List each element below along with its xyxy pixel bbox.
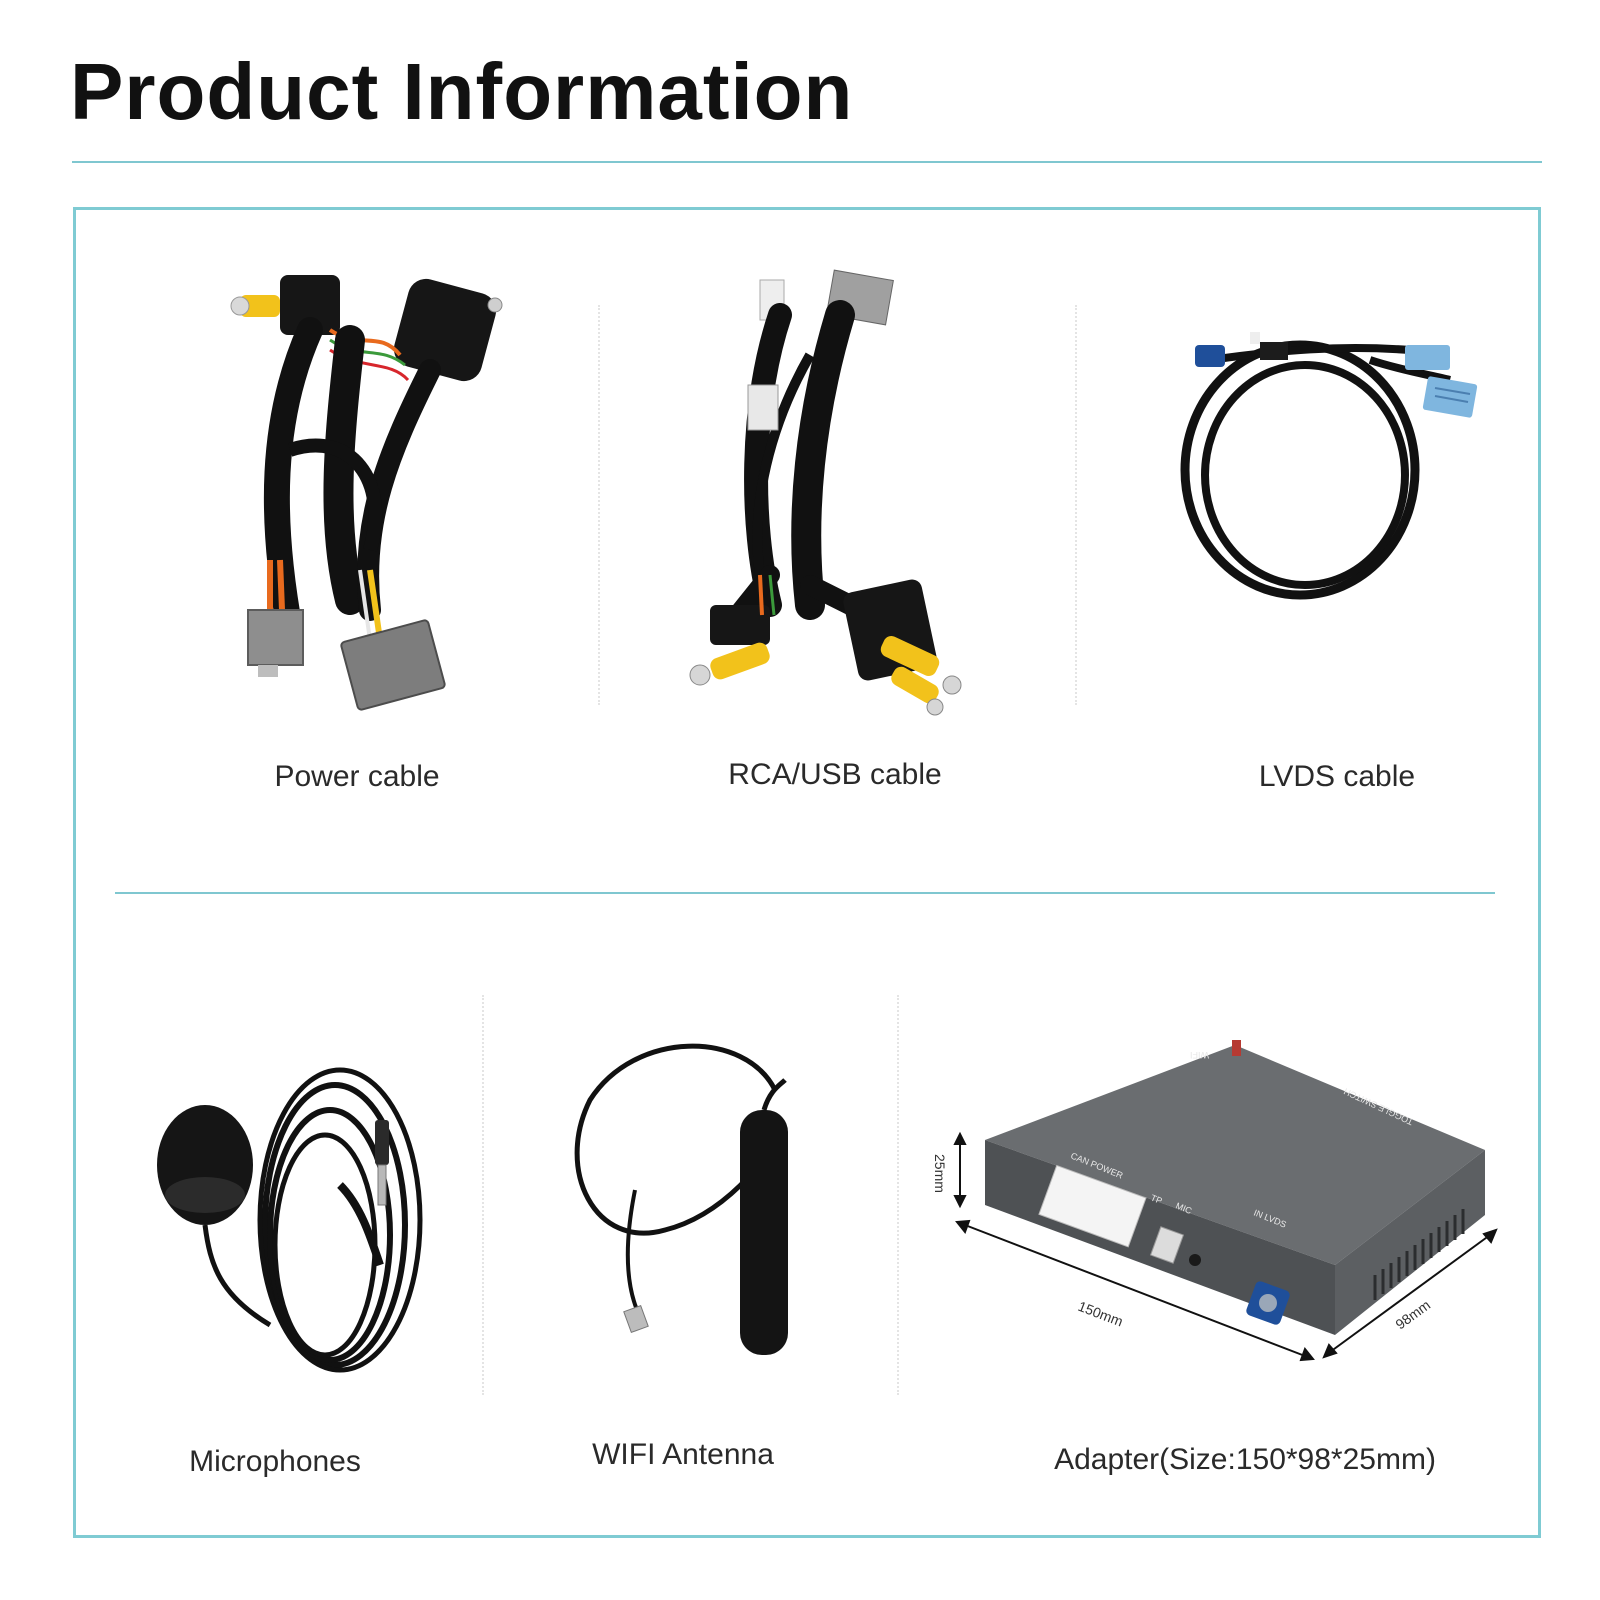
wifi-label: WIFI: [1190, 1050, 1209, 1060]
product-grid-frame: [73, 207, 1541, 1538]
column-divider: [482, 995, 484, 1395]
title-divider: [72, 161, 1542, 163]
column-divider: [1075, 305, 1077, 705]
tp-label: TP: [1149, 1193, 1163, 1207]
microphone-image: [150, 1035, 423, 1373]
power-cable-caption: Power cable: [274, 760, 440, 793]
page-title: Product Information: [70, 47, 854, 136]
row-divider: [115, 892, 1495, 894]
wifi-antenna-caption: WIFI Antenna: [592, 1438, 774, 1471]
rca-usb-cable-image: [689, 269, 990, 735]
lvds-cable-image: [1180, 320, 1520, 610]
microphones-caption: Microphones: [189, 1445, 361, 1478]
adapter-image: CAN POWER TP MIC IN LVDS WIFI TOGGLE SWI…: [932, 1040, 1515, 1380]
adapter-caption: Adapter(Size:150*98*25mm): [1054, 1443, 1436, 1476]
column-divider: [897, 995, 899, 1395]
wifi-antenna-image: [574, 1040, 825, 1360]
column-divider: [598, 305, 600, 705]
lvds-cable-caption: LVDS cable: [1258, 760, 1416, 793]
power-cable-image: [230, 270, 530, 740]
length-dimension-label: 150mm: [1076, 1298, 1125, 1330]
rca-usb-cable-caption: RCA/USB cable: [728, 758, 942, 791]
height-dimension-label: 25mm: [932, 1154, 948, 1193]
